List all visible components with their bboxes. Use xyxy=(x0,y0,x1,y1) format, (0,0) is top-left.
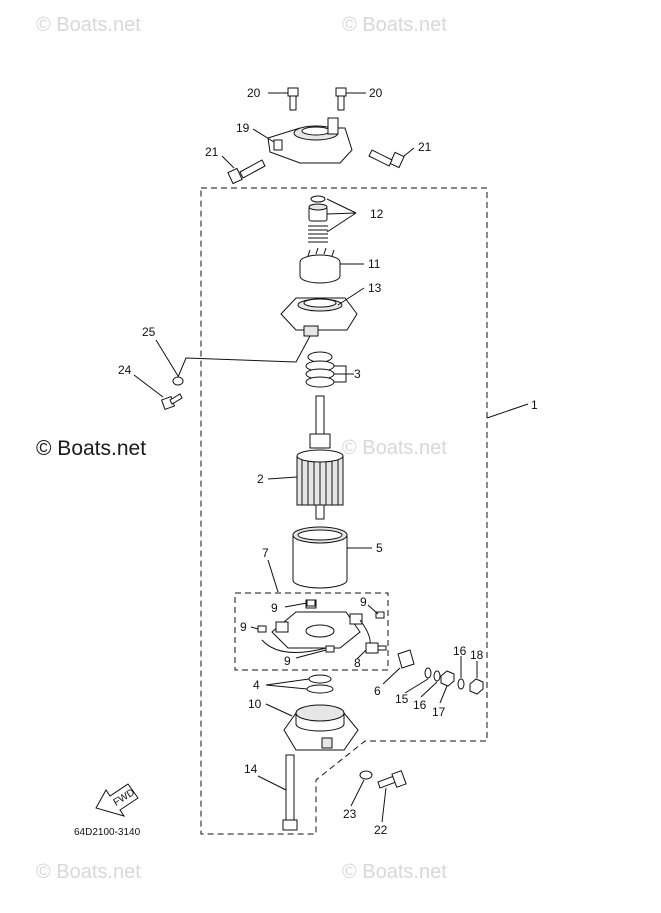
callout-4: 4 xyxy=(253,678,260,692)
callout-9-bottom: 9 xyxy=(284,654,291,668)
brush-holder xyxy=(261,599,371,653)
watermark-top-right: © Boats.net xyxy=(342,14,447,36)
screw-9-bottom xyxy=(325,645,335,653)
assembly-boundary xyxy=(200,187,488,835)
callout-25: 25 xyxy=(142,325,156,339)
callout-15: 15 xyxy=(395,692,409,706)
callout-16-lower: 16 xyxy=(413,698,427,712)
washer-25 xyxy=(172,376,184,386)
washer-16b xyxy=(457,678,465,690)
screw-9-left xyxy=(257,625,267,633)
callout-9-top: 9 xyxy=(271,601,278,615)
upper-bracket xyxy=(267,117,353,164)
callout-2: 2 xyxy=(257,472,264,486)
callout-7: 7 xyxy=(262,546,269,560)
bolt-20-left xyxy=(287,87,299,111)
watermark-bottom-right: © Boats.net xyxy=(342,861,447,883)
bolt-21-left xyxy=(227,159,266,185)
callout-19: 19 xyxy=(236,121,250,135)
callout-22: 22 xyxy=(374,823,388,837)
callout-3: 3 xyxy=(354,367,361,381)
watermark-bottom-left: © Boats.net xyxy=(36,861,141,883)
callout-6: 6 xyxy=(374,684,381,698)
pinion-gear xyxy=(299,247,341,284)
washer-16a xyxy=(433,670,441,682)
armature xyxy=(296,395,344,520)
watermark-top-left: © Boats.net xyxy=(36,14,141,36)
washer-23 xyxy=(359,770,373,780)
yoke xyxy=(292,526,348,589)
terminal-plate-6 xyxy=(397,649,415,669)
callout-20-left: 20 xyxy=(247,86,261,100)
callout-12: 12 xyxy=(370,207,384,221)
callout-18: 18 xyxy=(470,648,484,662)
callout-8: 8 xyxy=(354,656,361,670)
washer-15 xyxy=(424,667,432,679)
callout-9-left: 9 xyxy=(240,620,247,634)
callout-20-right: 20 xyxy=(369,86,383,100)
screw-9-right xyxy=(375,611,385,619)
pinion-stop-ring-set xyxy=(308,195,328,243)
diagram-code: 64D2100-3140 xyxy=(74,827,141,838)
callout-24: 24 xyxy=(118,363,132,377)
callout-5: 5 xyxy=(376,541,383,555)
callout-10: 10 xyxy=(248,697,262,711)
nut-18 xyxy=(469,678,484,695)
leader-lines xyxy=(133,92,529,823)
fwd-arrow-icon: FWD xyxy=(95,783,139,817)
o-ring-4-lower xyxy=(306,684,334,694)
callout-14: 14 xyxy=(244,762,258,776)
watermark-middle-left: © Boats.net xyxy=(36,437,147,460)
callout-17: 17 xyxy=(432,705,446,719)
callout-23: 23 xyxy=(343,807,357,821)
washer-set xyxy=(305,351,335,388)
through-bolt-14 xyxy=(282,754,298,831)
callout-labels: 20 20 19 21 21 12 11 13 25 24 3 1 2 5 7 … xyxy=(118,86,538,837)
callout-13: 13 xyxy=(368,281,382,295)
callout-9-right: 9 xyxy=(360,595,367,609)
callout-21-right: 21 xyxy=(418,140,432,154)
bolt-20-right xyxy=(335,87,347,111)
callout-21-left: 21 xyxy=(205,145,219,159)
bolt-22 xyxy=(377,770,407,789)
nut-17 xyxy=(440,670,455,687)
rear-bracket xyxy=(283,704,359,751)
o-ring-4-upper xyxy=(308,674,332,684)
screw-24 xyxy=(160,393,183,411)
front-bracket xyxy=(280,297,358,337)
bolt-21-right xyxy=(368,149,405,169)
terminal-bolt-8 xyxy=(365,642,387,654)
callout-11: 11 xyxy=(368,257,381,271)
callout-1: 1 xyxy=(531,398,538,412)
brush-holder-group-boundary xyxy=(234,592,389,671)
callout-16-upper: 16 xyxy=(453,644,467,658)
watermark-middle-right: © Boats.net xyxy=(342,437,447,459)
screw-9-top xyxy=(306,599,316,607)
